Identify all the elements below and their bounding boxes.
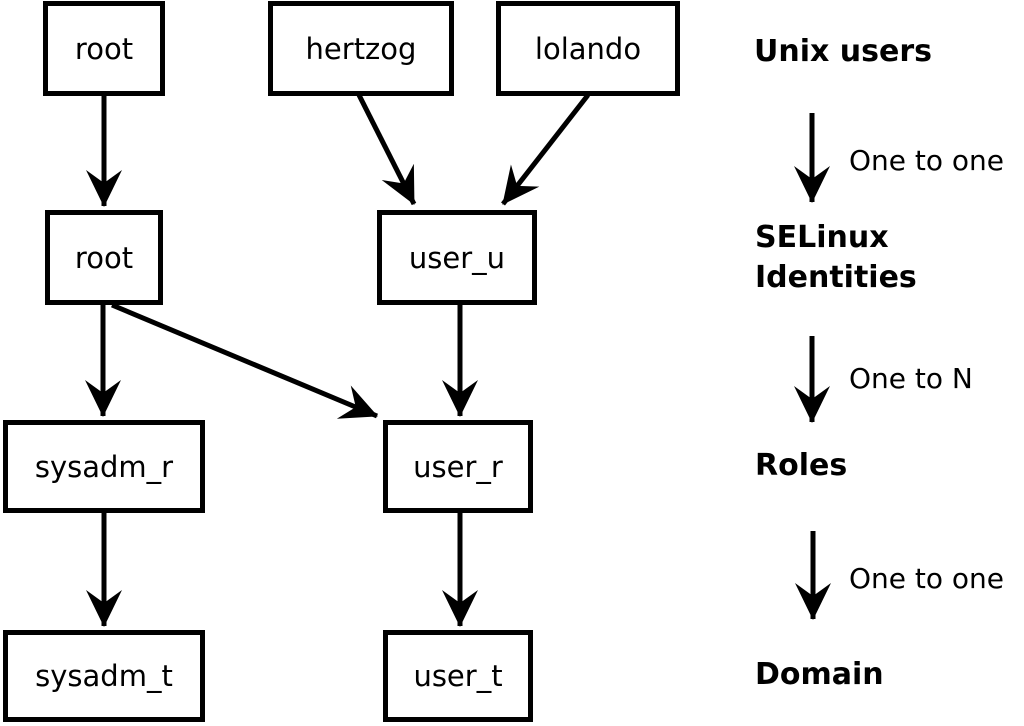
- legend-heading-selinux-identities: SELinux Identities: [755, 220, 917, 295]
- node-unix-user-lolando: lolando: [496, 1, 680, 96]
- legend-relation-one-to-one: One to one: [849, 144, 1005, 177]
- legend-relation-one-to-one: One to one: [849, 562, 1005, 595]
- node-domain-user-t: user_t: [383, 630, 533, 722]
- node-unix-user-hertzog: hertzog: [268, 1, 454, 96]
- legend-heading-domain: Domain: [755, 657, 884, 692]
- node-role-user-r: user_r: [383, 420, 533, 513]
- legend-heading-unix-users: Unix users: [754, 34, 933, 69]
- node-label: sysadm_r: [34, 449, 174, 484]
- node-selinux-identity-user-u: user_u: [377, 210, 537, 305]
- node-label: root: [74, 240, 134, 275]
- node-label: sysadm_t: [35, 659, 173, 693]
- node-label: user_u: [408, 240, 506, 275]
- arrow-lolando-to-user-u: [501, 93, 590, 206]
- node-selinux-identity-root: root: [45, 210, 163, 305]
- node-label: user_r: [413, 449, 503, 484]
- node-label: root: [74, 31, 134, 66]
- node-domain-sysadm-t: sysadm_t: [3, 630, 205, 722]
- node-label: hertzog: [305, 31, 417, 66]
- node-label: user_t: [413, 659, 503, 693]
- legend-heading-roles: Roles: [755, 448, 848, 483]
- arrow-hertzog-to-user-u: [356, 93, 417, 206]
- legend-relation-one-to-n: One to N: [849, 362, 973, 395]
- arrow-identity-root-to-user-r: [111, 302, 378, 419]
- node-label: lolando: [534, 31, 642, 66]
- node-unix-user-root: root: [43, 1, 165, 96]
- node-role-sysadm-r: sysadm_r: [3, 420, 205, 513]
